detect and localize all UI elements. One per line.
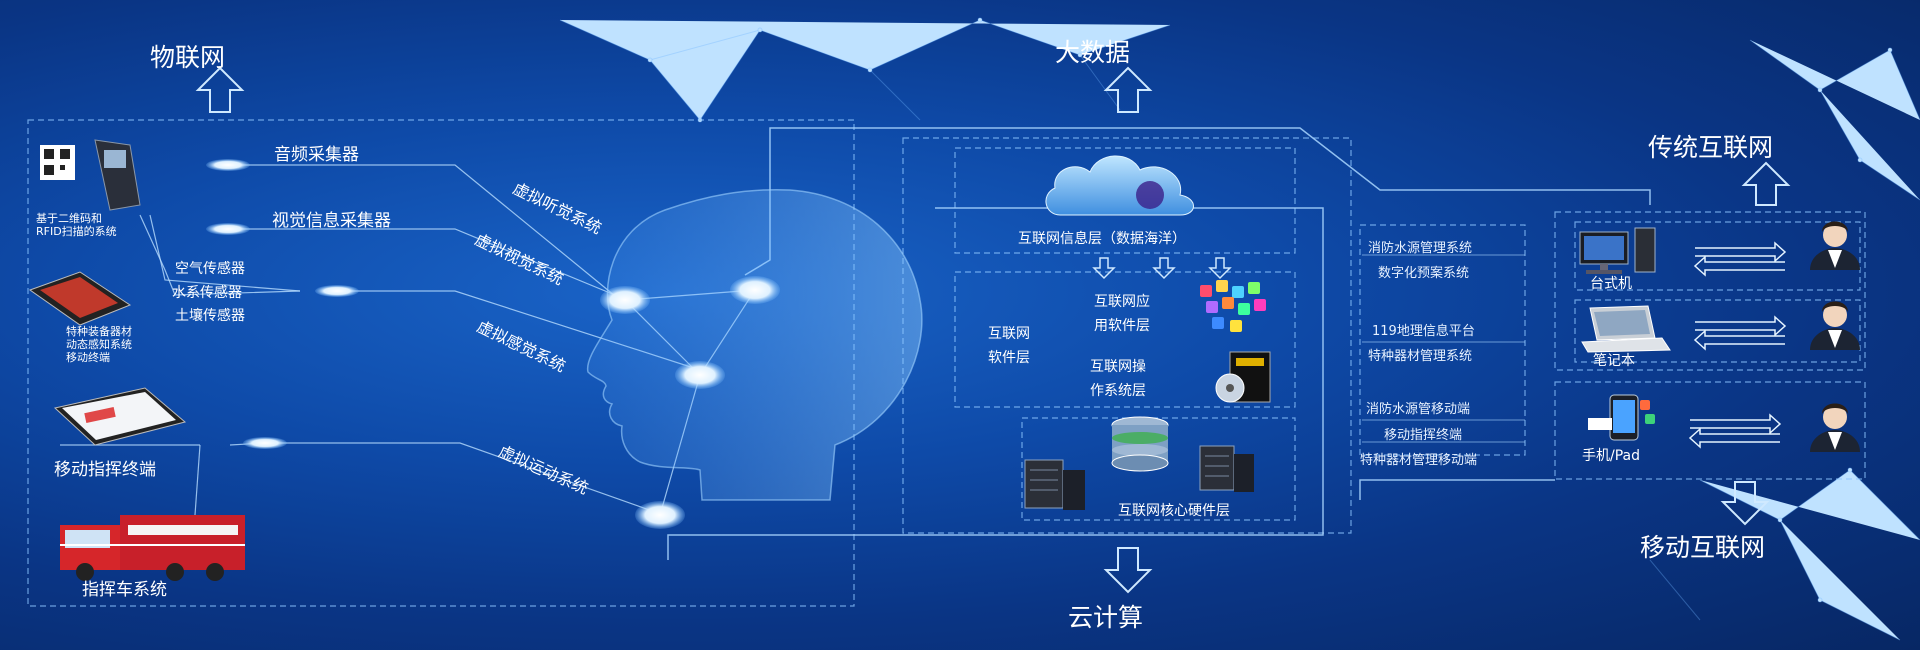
app-item: 移动指挥终端 (1384, 428, 1463, 443)
cloud-computing-title: 云计算 (1068, 603, 1144, 632)
up-arrow-icon (1741, 161, 1791, 206)
big-data-title: 大数据 (1055, 38, 1131, 67)
air-sensor-label: 空气传感器 (175, 261, 245, 277)
down-arrow-icon (1208, 257, 1232, 280)
app-icon-cluster (1200, 280, 1266, 332)
software-box-icon (1215, 351, 1271, 403)
app-item: 数字化预案系统 (1378, 266, 1470, 281)
server-icon (1024, 459, 1085, 510)
arrows (195, 66, 1791, 594)
bidirectional-arrows (1688, 241, 1787, 449)
up-arrow-icon (195, 66, 245, 113)
cloud-icon (1045, 155, 1194, 216)
fire-truck-icon (60, 515, 245, 581)
tablet-icon (28, 271, 132, 326)
app-item: 特种器材管理系统 (1368, 349, 1473, 364)
head-silhouette (586, 188, 923, 501)
app-separators (1362, 254, 1525, 443)
software-layer-label: 互联网 软件层 (988, 326, 1030, 366)
iot-title: 物联网 (150, 43, 226, 72)
server-icon (1199, 445, 1254, 492)
down-arrow-icon (1152, 257, 1176, 280)
phone-icon (1588, 394, 1655, 441)
desktop-label: 台式机 (1590, 276, 1632, 292)
down-arrow-icon (1720, 481, 1770, 526)
laptop-label: 笔记本 (1593, 353, 1635, 369)
dashed-frames (27, 119, 1866, 607)
scanner-caption: 基于二维码和 RFID扫描的系统 (36, 212, 117, 238)
glow-nodes (206, 159, 780, 529)
person-icon (1810, 221, 1860, 270)
desktop-icon (1579, 227, 1656, 274)
info-layer-label: 互联网信息层（数据海洋） (1018, 231, 1186, 247)
app-software-label: 互联网应 用软件层 (1094, 294, 1150, 334)
up-arrow-icon (1103, 66, 1153, 113)
app-item: 消防水源管移动端 (1366, 402, 1471, 417)
person-icon (1810, 301, 1860, 350)
app-item: 特种器材管理移动端 (1360, 453, 1478, 468)
scanner-icon (40, 139, 141, 211)
traditional-internet-title: 传统互联网 (1648, 133, 1774, 162)
water-sensor-label: 水系传感器 (172, 285, 242, 301)
down-arrow-icon (1092, 257, 1116, 280)
mobile-label: 手机/Pad (1582, 448, 1640, 464)
mobile-internet-title: 移动互联网 (1640, 533, 1766, 562)
database-icon (1111, 416, 1169, 472)
person-icon (1810, 403, 1860, 452)
laptop-icon (1581, 305, 1671, 353)
app-item: 消防水源管理系统 (1368, 241, 1473, 256)
os-layer-label: 互联网操 作系统层 (1090, 359, 1146, 399)
soil-sensor-label: 土壤传感器 (175, 308, 245, 324)
mobile-terminal-label: 移动指挥终端 (54, 460, 156, 480)
command-vehicle-label: 指挥车系统 (82, 580, 167, 600)
tablet-icon (53, 387, 187, 446)
app-item: 119地理信息平台 (1372, 324, 1475, 339)
tablet-caption: 特种装备器材 动态感知系统 移动终端 (66, 325, 132, 364)
hardware-layer-label: 互联网核心硬件层 (1118, 503, 1230, 519)
video-collector-label: 视觉信息采集器 (272, 211, 391, 231)
down-arrow-icon (1103, 547, 1153, 594)
audio-collector-label: 音频采集器 (274, 145, 359, 165)
